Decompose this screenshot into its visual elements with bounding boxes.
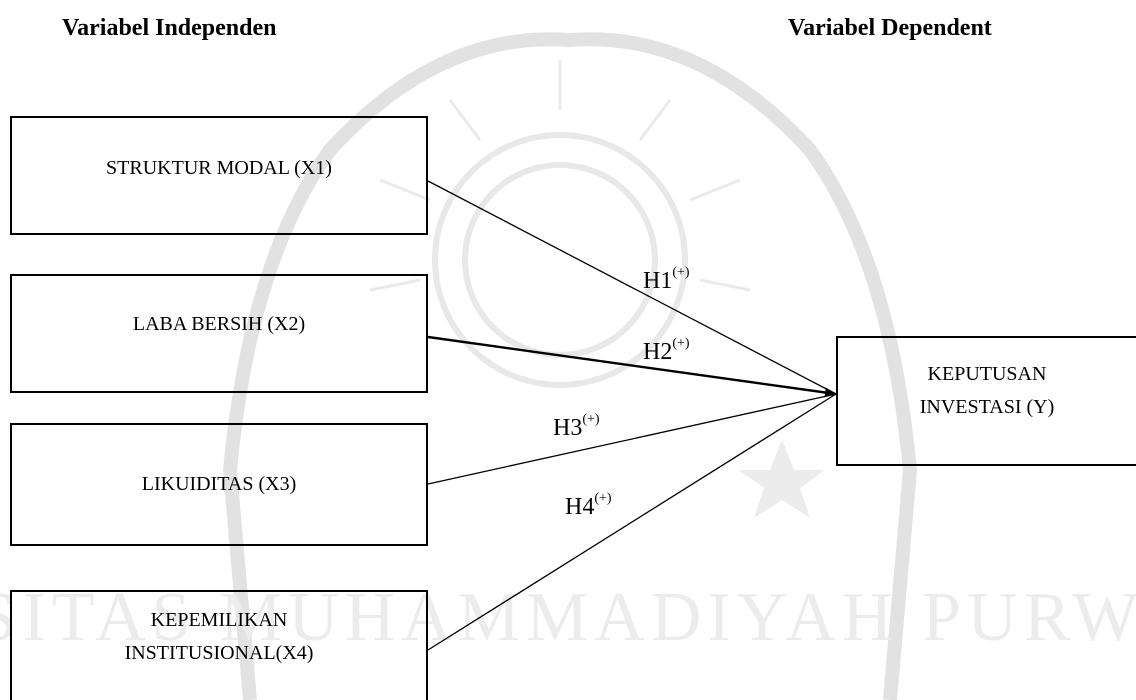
variable-box-y: KEPUTUSAN INVESTASI (Y) <box>836 336 1136 466</box>
hypothesis-h1-name: H1 <box>643 268 673 294</box>
independent-variables-heading: Variabel Independen <box>62 15 277 41</box>
arrow-h3 <box>427 393 837 485</box>
variable-box-x3: LIKUIDITAS (X3) <box>10 423 428 546</box>
variable-x4-label-line2: INSTITUSIONAL(X4) <box>124 642 314 664</box>
variable-box-x1: STRUKTUR MODAL (X1) <box>10 116 428 235</box>
arrow-h4 <box>427 393 837 651</box>
variable-x3-label: LIKUIDITAS (X3) <box>141 473 297 495</box>
arrow-h2 <box>427 335 837 398</box>
variable-box-x2: LABA BERSIH (X2) <box>10 274 428 393</box>
hypothesis-h2-label: H2(+) <box>643 336 690 370</box>
variable-x1-label: STRUKTUR MODAL (X1) <box>106 157 332 179</box>
hypothesis-h1-sign: (+) <box>672 265 690 280</box>
arrow-h1 <box>427 180 837 395</box>
variable-box-x4: KEPEMILIKAN INSTITUSIONAL(X4) <box>10 590 428 700</box>
hypothesis-h2-sign: (+) <box>672 336 690 351</box>
hypothesis-h3-name: H3 <box>553 415 583 441</box>
variable-y-label-line2: INVESTASI (Y) <box>919 396 1055 418</box>
hypothesis-h3-sign: (+) <box>582 412 600 427</box>
dependent-variable-heading: Variabel Dependent <box>788 15 992 41</box>
hypothesis-h4-sign: (+) <box>594 491 612 506</box>
variable-y-label-line1: KEPUTUSAN <box>927 363 1047 385</box>
hypothesis-h2-name: H2 <box>643 339 673 365</box>
variable-x4-label-line1: KEPEMILIKAN <box>150 609 288 631</box>
variable-x2-label: LABA BERSIH (X2) <box>132 313 306 335</box>
hypothesis-h4-name: H4 <box>565 494 595 520</box>
hypothesis-h4-label: H4(+) <box>565 491 612 525</box>
hypothesis-h1-label: H1(+) <box>643 265 690 299</box>
hypothesis-h3-label: H3(+) <box>553 412 600 446</box>
